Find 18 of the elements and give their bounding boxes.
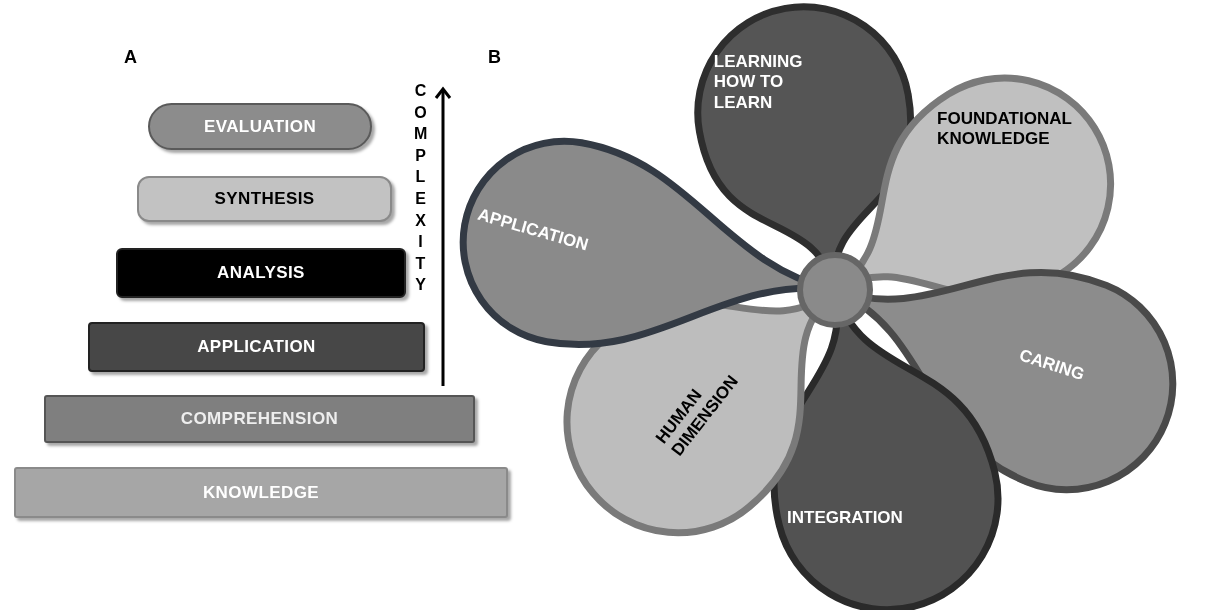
level-bar (116, 248, 406, 298)
axis-label: COMPLEXITY (414, 81, 427, 296)
level-bar (44, 395, 475, 443)
level-label: APPLICATION (197, 336, 316, 359)
level-bar (148, 103, 372, 150)
level-bar (137, 176, 392, 222)
petal-label: FOUNDATIONAL KNOWLEDGE (937, 108, 1073, 150)
level-bar (88, 322, 425, 372)
panel-letter: B (488, 46, 501, 69)
level-label: EVALUATION (203, 115, 317, 138)
petal-label: INTEGRATION (787, 508, 904, 529)
level-label: COMPREHENSION (180, 408, 339, 431)
level-label: SYNTHESIS (214, 188, 315, 211)
panel-letter: A (124, 46, 137, 69)
level-bar (14, 467, 508, 518)
petal-label: LEARNING HOW TO LEARN (713, 52, 804, 114)
level-label: ANALYSIS (217, 262, 305, 285)
level-label: KNOWLEDGE (202, 481, 320, 504)
